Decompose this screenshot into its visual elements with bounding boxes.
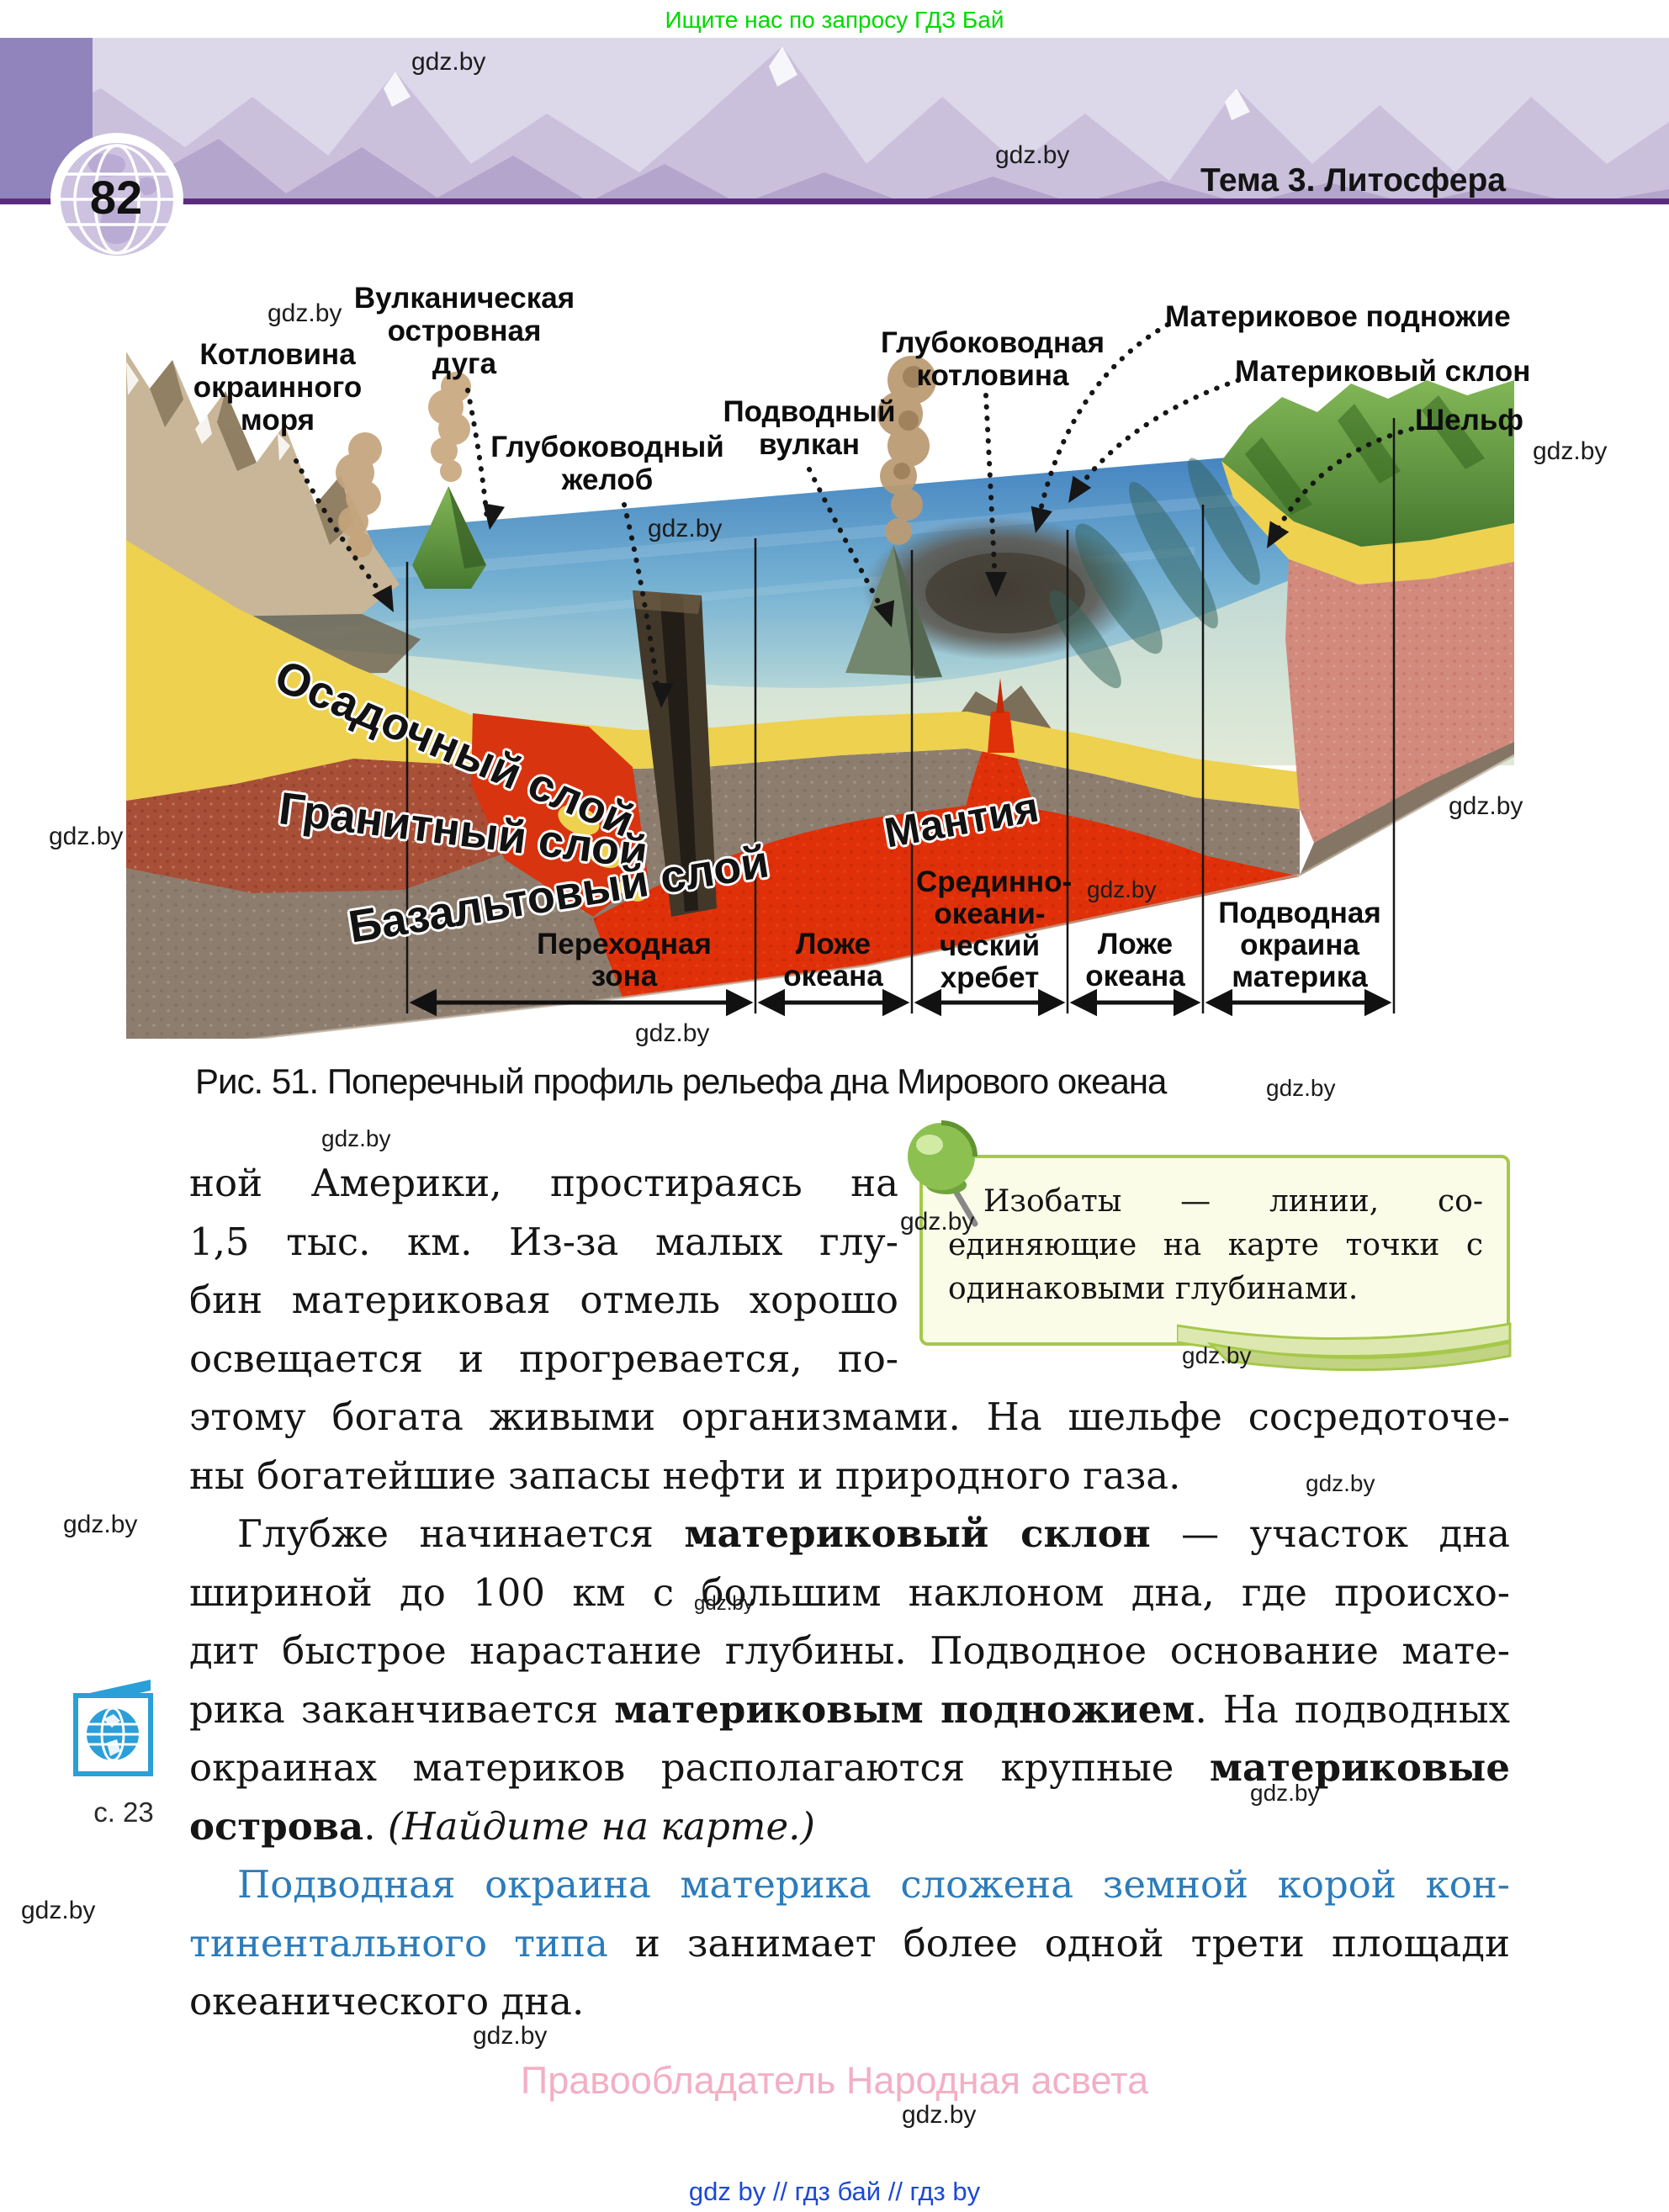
text-segment: тинентального типа xyxy=(189,1920,608,1966)
label-marginal-sea: Котловина окраинного моря xyxy=(193,338,363,437)
watermark: gdz.by xyxy=(63,1511,138,1538)
note-line: единяющие на карте точки с xyxy=(948,1228,1483,1262)
note-line: Изобаты — линии, со- xyxy=(983,1184,1483,1219)
term-continental-slope: материковый склон xyxy=(684,1511,1151,1556)
note-text: Изобаты — линии, со- единяющие на карте … xyxy=(948,1180,1483,1311)
atlas-page-ref: с. 23 xyxy=(93,1797,154,1828)
text-line: тинентального типа и занимает более одно… xyxy=(189,1914,1510,1973)
text-line: дит быстрое нарастание глубины. Подводно… xyxy=(189,1628,1510,1673)
watermark: gdz.by xyxy=(900,1208,975,1236)
figure-caption: Рис. 51. Поперечный профиль рельефа дна … xyxy=(195,1061,1167,1101)
zone-continent-margin: Подводная окраина материка xyxy=(1218,897,1381,993)
publisher-line: Правообладатель Народная асвета xyxy=(520,2059,1149,2102)
watermark: gdz.by xyxy=(1533,437,1608,465)
watermark: gdz.by xyxy=(648,515,723,542)
label-deep-basin: Глубоководная котловина xyxy=(881,326,1105,392)
watermark: gdz.by xyxy=(411,48,486,76)
ocean-floor-illustration xyxy=(125,322,1515,1055)
watermark: gdz.by xyxy=(902,2101,977,2129)
text-segment: Глубже начинается xyxy=(237,1511,685,1556)
page-number: 82 xyxy=(89,171,143,224)
zone-mid-ocean-ridge: Срединно- океани- ческий хребет xyxy=(916,865,1073,994)
label-shelf: Шельф xyxy=(1415,404,1524,437)
definition-note-box: Изобаты — линии, со- единяющие на карте … xyxy=(908,1120,1512,1372)
body-text: ной Америки, простираясь на 1,5 тыс. км.… xyxy=(189,1154,1510,2031)
label-underwater-volcano: Подводный вулкан xyxy=(723,395,896,461)
atlas-book-icon xyxy=(73,1680,153,1776)
mountain-banner-art xyxy=(0,38,1669,204)
text-segment: . xyxy=(363,1803,388,1849)
label-trench: Глубоководный желоб xyxy=(490,431,724,496)
watermark: gdz.by xyxy=(49,823,124,850)
text-segment: . На подводных xyxy=(1195,1686,1511,1732)
figure-51: Котловина окраинного моря Вулканическая … xyxy=(0,278,1669,1055)
watermark: gdz.by xyxy=(268,299,342,327)
watermark: gdz.by xyxy=(321,1125,391,1151)
zone-transition: Переходная зона xyxy=(537,928,712,992)
text-line: этому богата живыми организмами. На шель… xyxy=(189,1394,1510,1439)
leader-lines xyxy=(294,322,1414,699)
text-line: Глубже начинается материковый склон — уч… xyxy=(189,1505,1510,1564)
text-line: Подводная окраина материка сложена земно… xyxy=(237,1862,1510,1907)
text-segment: рика заканчивается xyxy=(189,1686,615,1732)
header-banner: Тема 3. Литосфера xyxy=(0,38,1669,204)
promo-text: Ищите нас по запросу ГДЗ Бай xyxy=(665,7,1004,33)
leader-arrowheads xyxy=(372,475,1290,708)
label-continental-rise: Материковое подножие xyxy=(1165,300,1511,333)
watermark: gdz.by xyxy=(1087,876,1157,902)
term-continental-islands: материковые xyxy=(1209,1745,1510,1790)
text-line: океанического дна. xyxy=(189,1979,585,2024)
push-pin-icon xyxy=(908,1120,978,1227)
zone-ocean-bed-2: Ложе океана xyxy=(1085,928,1185,992)
globe-page-badge xyxy=(50,133,183,266)
zone-ocean-bed-1: Ложе океана xyxy=(783,928,883,992)
text-segment: окраинах материков располагаются крупные xyxy=(189,1745,1210,1790)
watermark: gdz.by xyxy=(1266,1075,1336,1101)
text-line: рика заканчивается материковым подножием… xyxy=(189,1680,1510,1739)
zone-divider-lines xyxy=(405,418,1396,1013)
text-segment: и занимает более одной трети площади xyxy=(607,1920,1510,1966)
watermark: gdz.by xyxy=(21,1897,96,1924)
term-islands: острова xyxy=(189,1803,364,1849)
task-find-on-map: (Найдите на карте.) xyxy=(387,1803,815,1849)
watermark: gdz.by xyxy=(694,1592,754,1615)
watermark: gdz.by xyxy=(1449,792,1523,820)
text-line: ны богатейшие запасы нефти и природного … xyxy=(189,1453,1181,1498)
text-line: острова. (Найдите на карте.) xyxy=(189,1797,1510,1856)
chapter-title: Тема 3. Литосфера xyxy=(1200,162,1506,198)
label-island-arc: Вулканическая островная дуга xyxy=(353,282,575,380)
text-line: окраинах материков располагаются крупные… xyxy=(189,1738,1510,1797)
text-line: ной Америки, простираясь на xyxy=(189,1161,898,1205)
banner-bottom-line xyxy=(0,198,1669,204)
note-line: одинаковыми глубинами. xyxy=(948,1272,1359,1306)
text-segment: — участок дна xyxy=(1150,1511,1510,1556)
text-line: 1,5 тыс. км. Из-за малых глу- xyxy=(189,1219,898,1264)
watermark: gdz.by xyxy=(635,1019,710,1047)
watermark: gdz.by xyxy=(473,2022,548,2050)
watermark: gdz.by xyxy=(1250,1780,1320,1806)
note-fold-decoration xyxy=(1177,1322,1512,1372)
text-line: шириной до 100 км с большим наклоном дна… xyxy=(189,1569,1510,1615)
text-line: бин материковая отмель хорошо xyxy=(189,1278,898,1322)
watermark: gdz.by xyxy=(1182,1342,1252,1368)
watermark: gdz.by xyxy=(1306,1470,1375,1496)
text-line: освещается и прогревается, по- xyxy=(189,1336,898,1381)
label-continental-slope: Материковый склон xyxy=(1235,355,1531,388)
watermark: gdz.by xyxy=(995,141,1070,169)
footer-links: gdz by // гдз бай // гдз by xyxy=(688,2177,981,2206)
term-continental-rise: материковым подножием xyxy=(614,1686,1195,1732)
